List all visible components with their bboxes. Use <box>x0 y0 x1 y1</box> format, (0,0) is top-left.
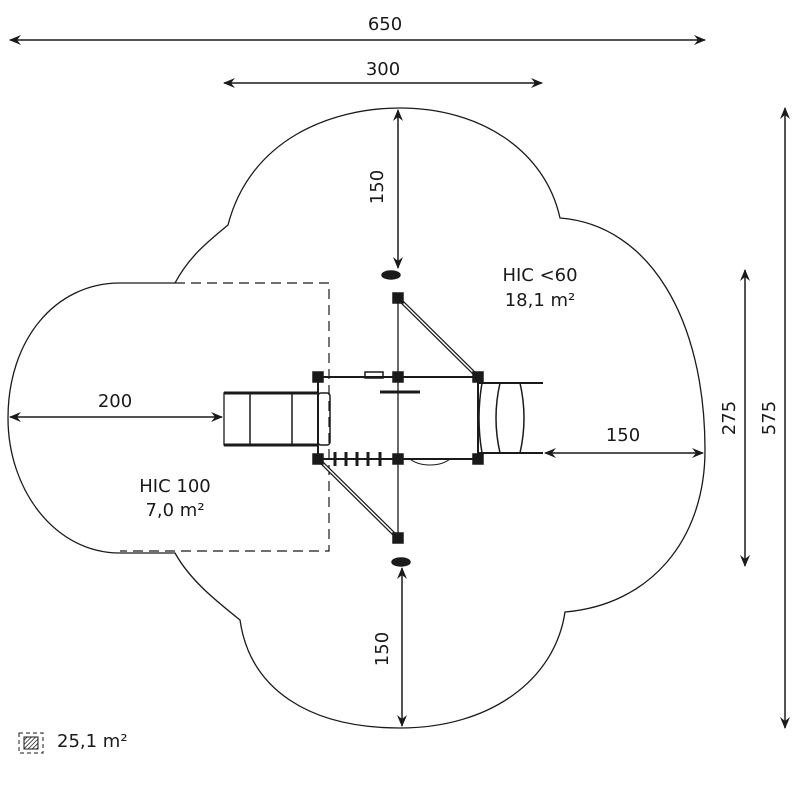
dim-650-label: 650 <box>367 14 403 35</box>
posts <box>312 292 484 544</box>
hic-60-area: 18,1 m² <box>504 290 576 311</box>
rungs <box>333 452 382 466</box>
dim-275-label: 275 <box>719 400 740 436</box>
hic-60-label: HIC <60 <box>502 265 578 286</box>
dim-right-150-label: 150 <box>605 425 641 446</box>
dim-200-label: 200 <box>97 391 133 412</box>
safety-zone-outline <box>7 107 706 729</box>
dim-bottom-150-label: 150 <box>372 631 393 667</box>
legend-total-area: 25,1 m² <box>57 731 128 752</box>
hic-100-area: 7,0 m² <box>145 500 205 521</box>
slide <box>223 391 331 447</box>
play-structure <box>223 270 543 567</box>
hic-100-label: HIC 100 <box>139 476 211 497</box>
dim-300-label: 300 <box>365 59 401 80</box>
dim-575-label: 575 <box>759 400 780 436</box>
legend-hatched-square-icon <box>18 732 44 754</box>
hic-100-zone-dashed <box>120 282 330 552</box>
bridge <box>478 382 543 454</box>
dim-top-150-label: 150 <box>367 169 388 205</box>
